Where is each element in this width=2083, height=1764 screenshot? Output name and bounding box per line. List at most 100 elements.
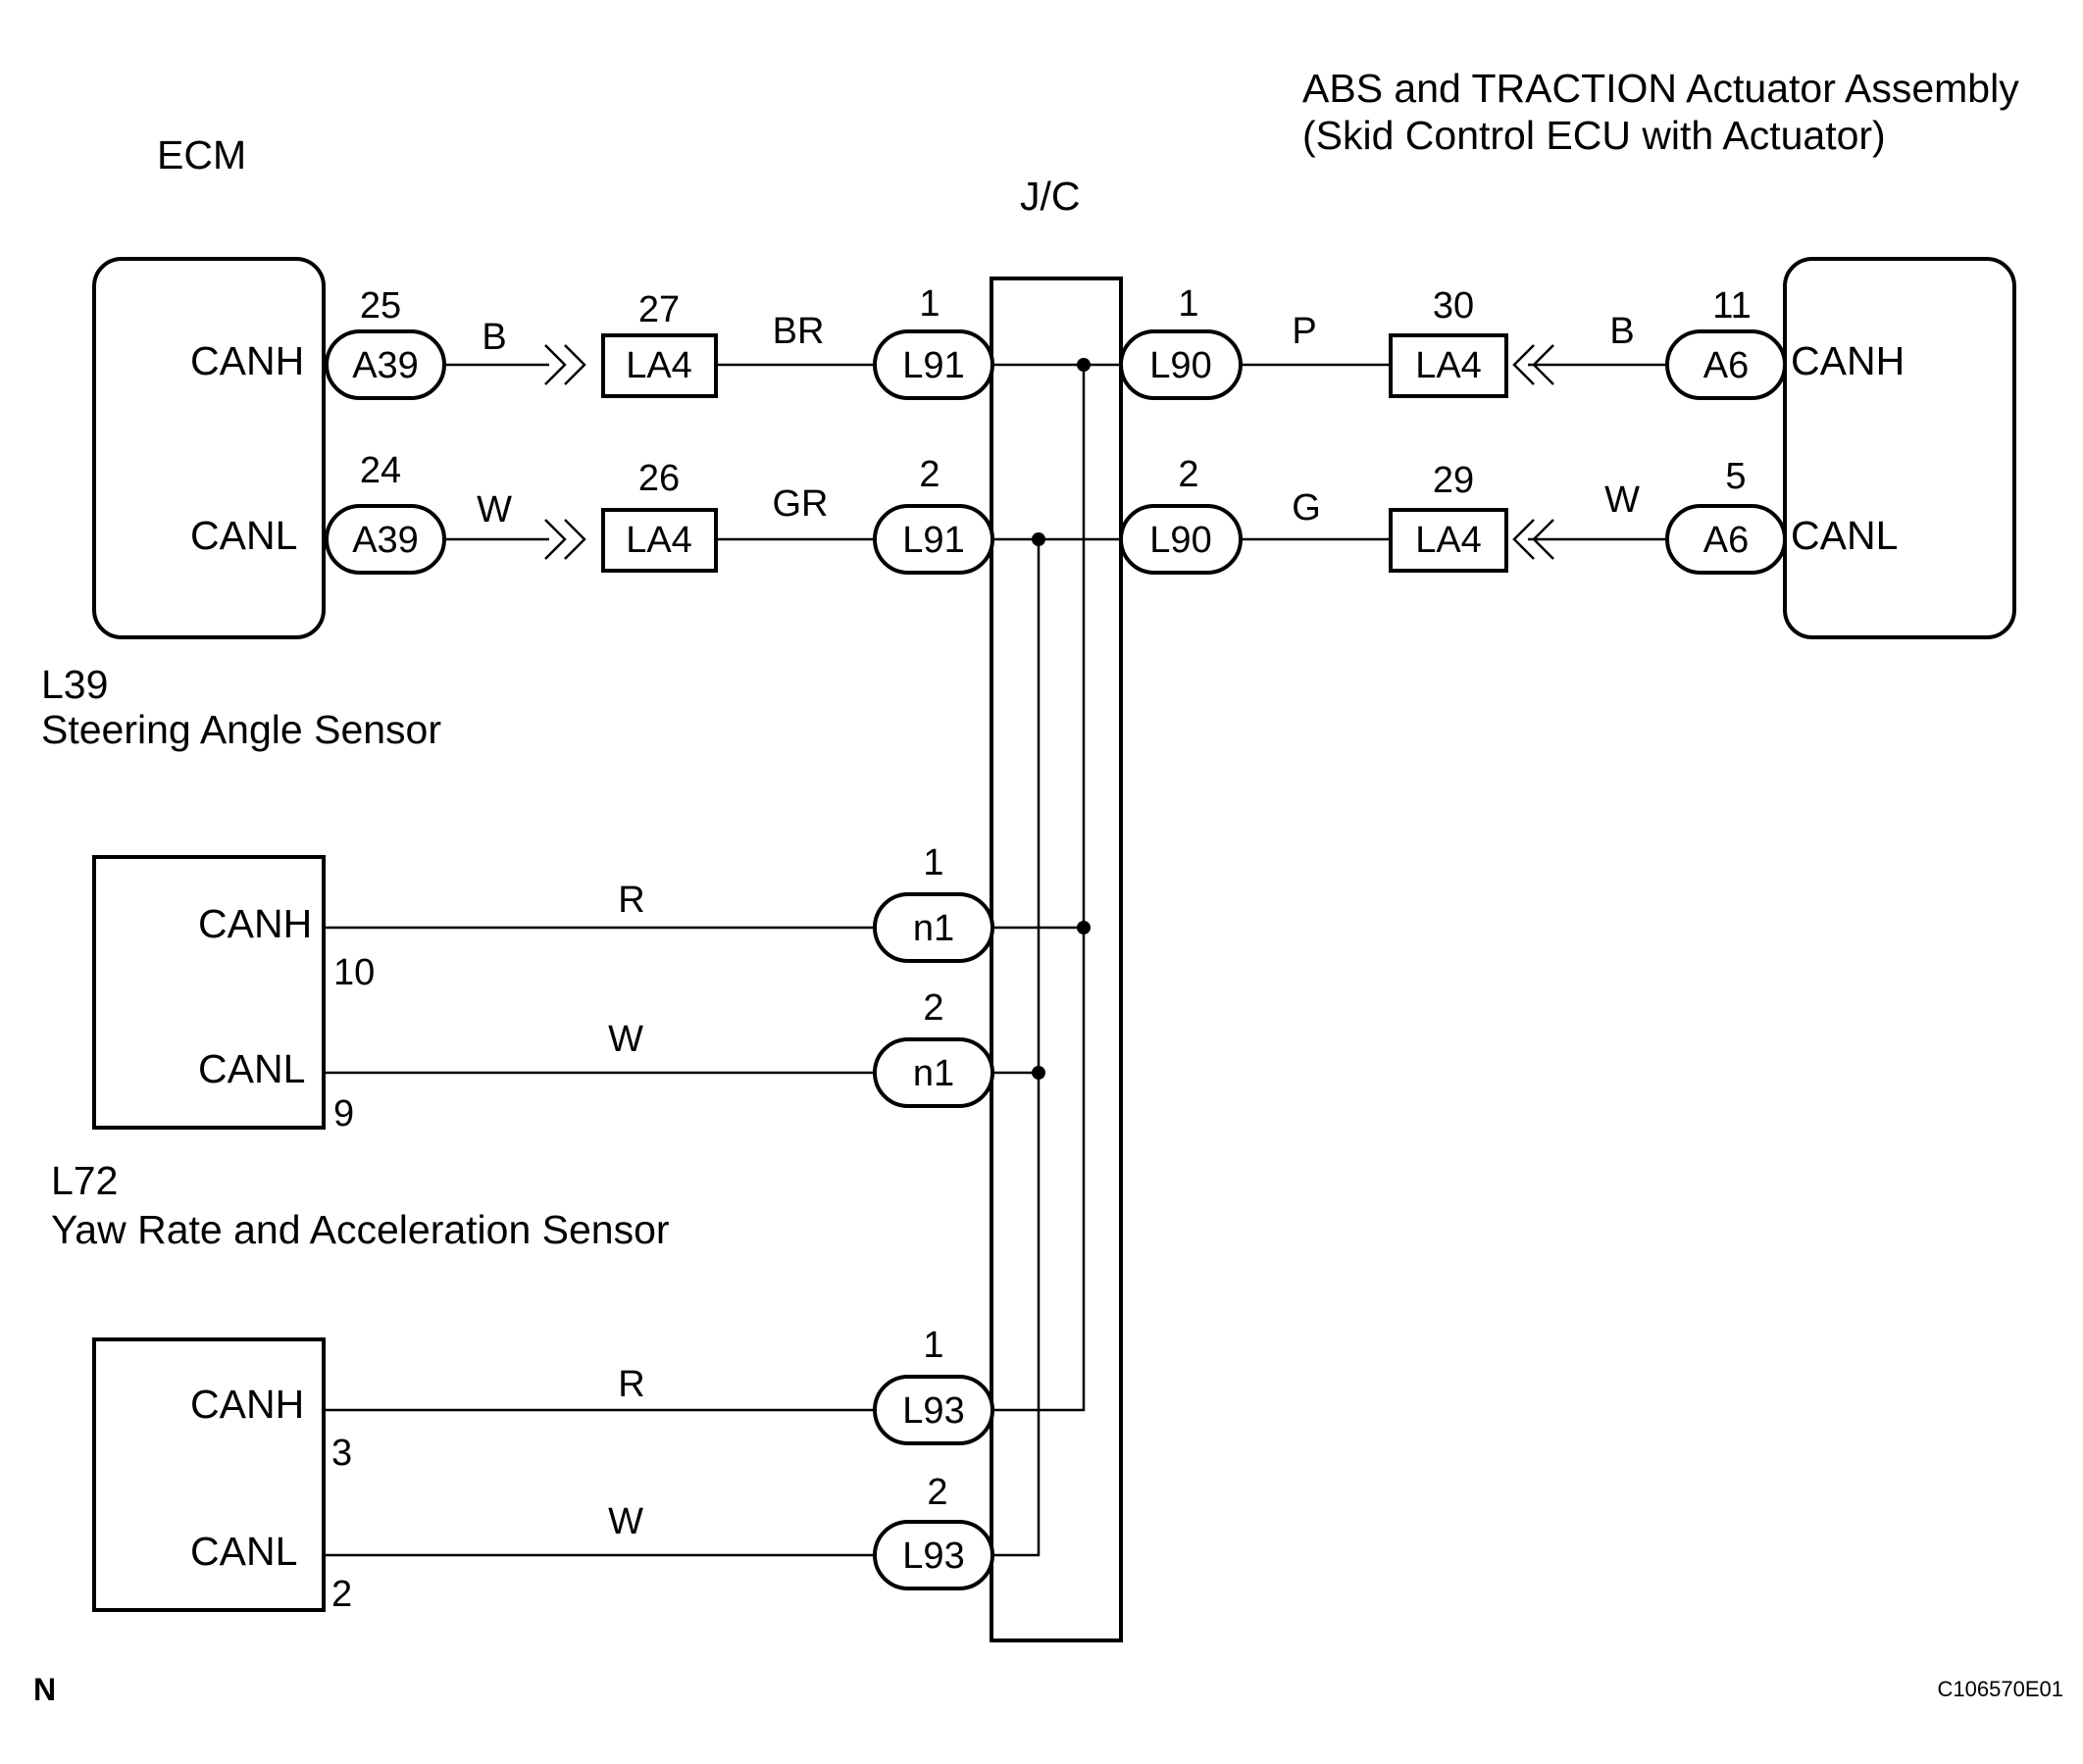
- male-terminal-mark: [564, 344, 586, 385]
- connector-l91-canl: L91: [873, 504, 994, 575]
- connector-l91-canh: L91: [873, 329, 994, 400]
- jc-title: J/C: [1020, 174, 1081, 219]
- connector-label: A39: [352, 520, 419, 561]
- wire-color: W: [477, 489, 512, 530]
- pin-number: 2: [923, 987, 943, 1029]
- connector-label: LA4: [1415, 345, 1482, 386]
- wire-color: W: [608, 1019, 643, 1060]
- connector-l93-canh: L93: [873, 1375, 994, 1445]
- wire-color: GR: [773, 483, 829, 525]
- l72-canh-label: CANH: [190, 1382, 304, 1427]
- connector-label: L91: [902, 520, 964, 561]
- abs-canl-label: CANL: [1791, 513, 1898, 558]
- pin-number: 2: [927, 1472, 947, 1513]
- ecm-title: ECM: [157, 132, 246, 177]
- connector-label: L93: [902, 1390, 964, 1432]
- male-terminal-mark: [544, 519, 567, 560]
- connector-label: LA4: [1415, 520, 1482, 561]
- connector-n1-canh: n1: [873, 892, 994, 963]
- l72-code: L72: [51, 1158, 118, 1203]
- l39-canl-label: CANL: [198, 1046, 305, 1091]
- wire-color: BR: [773, 311, 825, 352]
- connector-label: L93: [902, 1536, 964, 1577]
- male-terminal-mark: [564, 519, 586, 560]
- abs-actuator-box: [1783, 257, 2016, 639]
- connector-label: LA4: [626, 345, 692, 386]
- connector-l93-canl: L93: [873, 1520, 994, 1590]
- connector-label: L90: [1149, 520, 1211, 561]
- pin-number: 1: [1178, 283, 1198, 325]
- footer-left-mark: N: [33, 1672, 56, 1707]
- pin-number: 5: [1725, 456, 1746, 497]
- abs-canh-label: CANH: [1791, 338, 1905, 383]
- ecm-canh-label: CANH: [190, 338, 304, 383]
- connector-n1-canl: n1: [873, 1037, 994, 1108]
- junction-connector-box: [990, 277, 1123, 1642]
- splice-dot: [1077, 921, 1091, 934]
- pin-number: 11: [1712, 285, 1751, 327]
- abs-title-line2: (Skid Control ECU with Actuator): [1302, 113, 1886, 158]
- pin-number: 1: [923, 1325, 943, 1366]
- connector-la4-ecm-canh: LA4: [601, 333, 718, 398]
- pin-number: 10: [333, 952, 375, 993]
- pin-number: 1: [919, 283, 940, 325]
- pin-number: 2: [1178, 454, 1198, 495]
- l39-canh-label: CANH: [198, 901, 312, 946]
- wire-color: W: [1604, 479, 1640, 521]
- pin-number: 24: [360, 450, 401, 491]
- male-terminal-mark: [1512, 344, 1535, 385]
- pin-number: 30: [1433, 285, 1474, 327]
- pin-number: 29: [1433, 460, 1474, 501]
- connector-label: L91: [902, 345, 964, 386]
- pin-number: 27: [638, 289, 680, 330]
- connector-a39-canh: A39: [325, 329, 446, 400]
- connector-a6-canl: A6: [1665, 504, 1787, 575]
- figure-code: C106570E01: [1938, 1677, 2063, 1701]
- pin-number: 25: [360, 285, 401, 327]
- l72-canl-label: CANL: [190, 1529, 297, 1574]
- pin-number: 2: [919, 454, 940, 495]
- connector-a6-canh: A6: [1665, 329, 1787, 400]
- connector-la4-abs-canh: LA4: [1389, 333, 1508, 398]
- wire-color: R: [618, 880, 644, 921]
- wire-color: R: [618, 1364, 644, 1405]
- connector-label: LA4: [626, 520, 692, 561]
- ecm-box: [92, 257, 326, 639]
- male-terminal-mark: [1532, 519, 1554, 560]
- steering-angle-sensor-box: [92, 855, 326, 1130]
- connector-label: A6: [1703, 520, 1749, 561]
- connector-la4-ecm-canl: LA4: [601, 508, 718, 573]
- wire-jc-canl-bus: [991, 539, 1041, 1557]
- wire-color: B: [482, 317, 506, 358]
- pin-number: 1: [923, 842, 943, 883]
- wire-jc-canh-bus: [991, 365, 1086, 1412]
- connector-a39-canl: A39: [325, 504, 446, 575]
- l72-name: Yaw Rate and Acceleration Sensor: [51, 1207, 670, 1252]
- abs-title-line1: ABS and TRACTION Actuator Assembly: [1302, 66, 2019, 111]
- male-terminal-mark: [1512, 519, 1535, 560]
- connector-label: n1: [913, 1053, 954, 1094]
- wire-color: B: [1609, 311, 1634, 352]
- pin-number: 9: [333, 1093, 354, 1134]
- splice-dot: [1032, 532, 1045, 546]
- connector-label: A6: [1703, 345, 1749, 386]
- wire-color: W: [608, 1501, 643, 1542]
- splice-dot: [1077, 358, 1091, 372]
- l39-name: Steering Angle Sensor: [41, 707, 441, 752]
- pin-number: 26: [638, 458, 680, 499]
- yaw-rate-sensor-box: [92, 1337, 326, 1612]
- pin-number: 3: [331, 1433, 352, 1474]
- wire-color: G: [1292, 487, 1321, 529]
- connector-l90-canl: L90: [1119, 504, 1243, 575]
- connector-label: n1: [913, 908, 954, 949]
- connector-la4-abs-canl: LA4: [1389, 508, 1508, 573]
- wire-color: P: [1292, 311, 1316, 352]
- male-terminal-mark: [544, 344, 567, 385]
- splice-dot: [1032, 1066, 1045, 1080]
- l39-code: L39: [41, 662, 108, 707]
- male-terminal-mark: [1532, 344, 1554, 385]
- ecm-canl-label: CANL: [190, 513, 297, 558]
- connector-l90-canh: L90: [1119, 329, 1243, 400]
- connector-label: L90: [1149, 345, 1211, 386]
